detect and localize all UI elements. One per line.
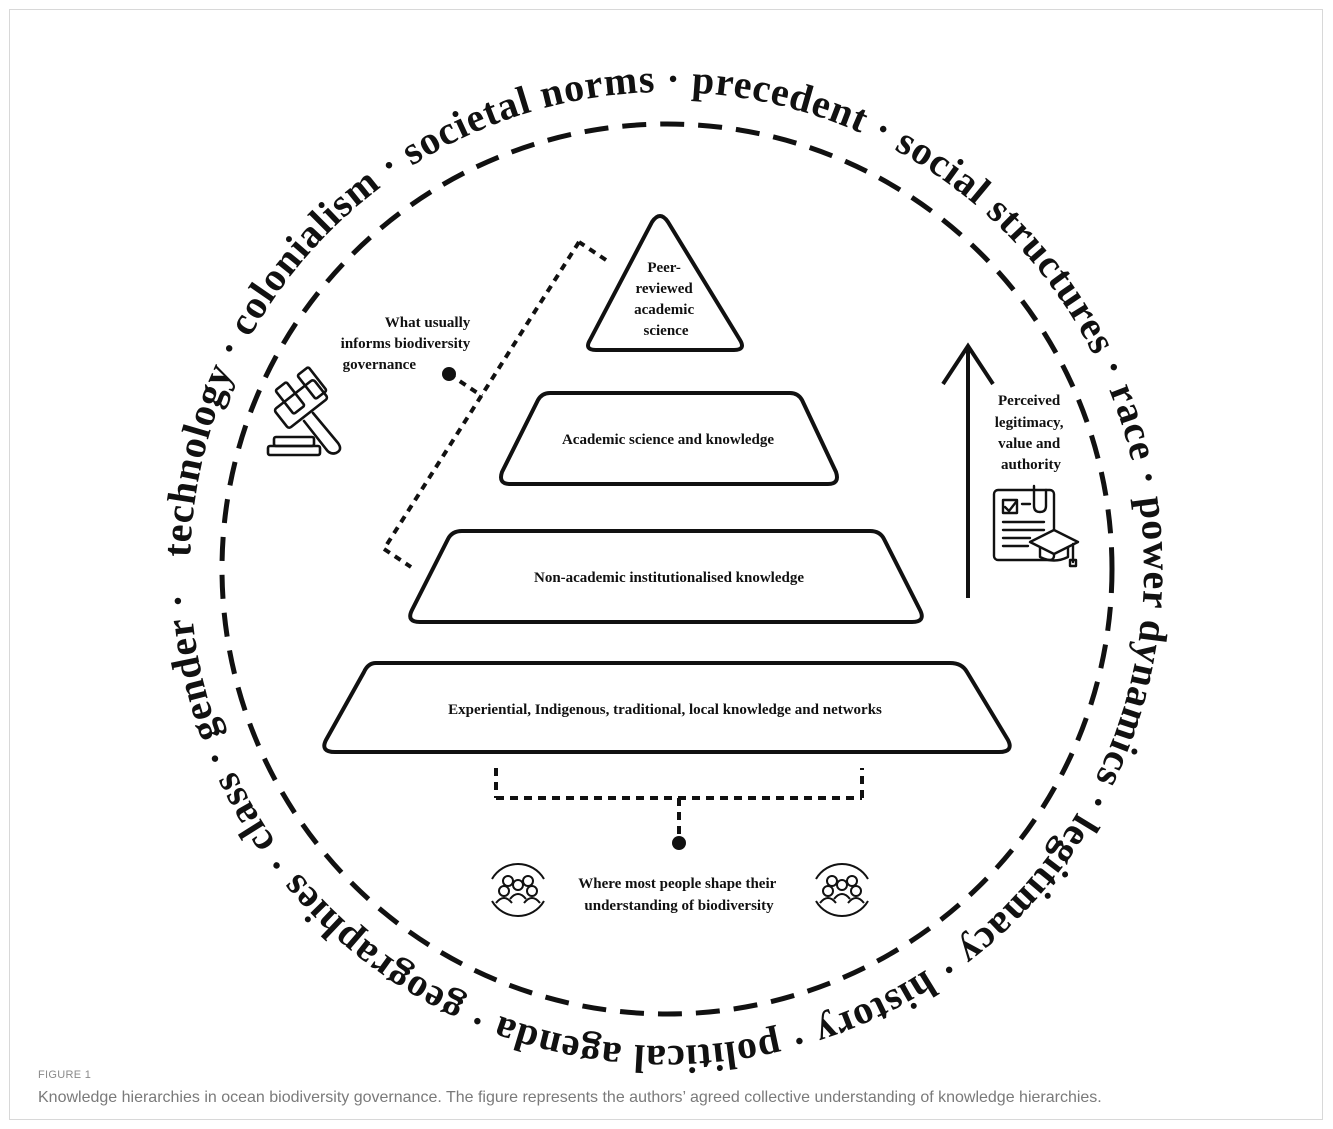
governance-note: What usually informs biodiversity govern…: [341, 315, 474, 373]
figure-frame: [9, 9, 1323, 1120]
governance-note-line-1: What usually: [385, 315, 471, 331]
gavel-icon: [266, 366, 342, 457]
governance-note-line-3: governance: [343, 357, 417, 373]
people-note: Where most people shape their understand…: [578, 876, 780, 914]
people-group-icon: [491, 862, 545, 918]
figure-label: FIGURE 1: [38, 1069, 92, 1081]
tier-base-trapezoid: [322, 661, 1012, 754]
tier-second-trapezoid: [499, 391, 839, 486]
tier-top-triangle: [586, 214, 744, 352]
tier-third-label: Non-academic institutionalised knowledge: [534, 570, 804, 586]
governance-note-line-2: informs biodiversity: [341, 336, 471, 352]
tier-third-trapezoid: [408, 529, 924, 624]
tier-top-line-1: Peer-: [647, 260, 681, 276]
people-group-icon: [815, 862, 869, 918]
people-bracket-dot: [672, 836, 686, 850]
governance-bracket-dot: [442, 367, 456, 381]
people-note-line-2: understanding of biodiversity: [584, 898, 774, 914]
legitimacy-note-line-3: value and: [998, 436, 1061, 452]
people-bracket: [494, 768, 864, 838]
legitimacy-note-line-2: legitimacy,: [995, 415, 1064, 431]
people-note-line-1: Where most people shape their: [578, 876, 776, 892]
tier-top-line-4: science: [644, 323, 689, 339]
dashed-boundary-circle: [219, 121, 1115, 1017]
document-certificate-icon: [992, 484, 1080, 568]
tier-top-line-2: reviewed: [636, 281, 694, 297]
tier-second-label: Academic science and knowledge: [562, 432, 774, 448]
tier-top-label: Peer- reviewed academic science: [634, 260, 698, 339]
legitimacy-note-line-4: authority: [1001, 457, 1062, 473]
legitimacy-arrow: [941, 342, 995, 598]
legitimacy-note-line-1: Perceived: [998, 393, 1061, 409]
tier-base-label: Experiential, Indigenous, traditional, l…: [448, 702, 882, 718]
legitimacy-note: Perceived legitimacy, value and authorit…: [995, 393, 1067, 473]
tier-top-line-3: academic: [634, 302, 694, 318]
figure-caption: Knowledge hierarchies in ocean biodivers…: [38, 1089, 1102, 1106]
